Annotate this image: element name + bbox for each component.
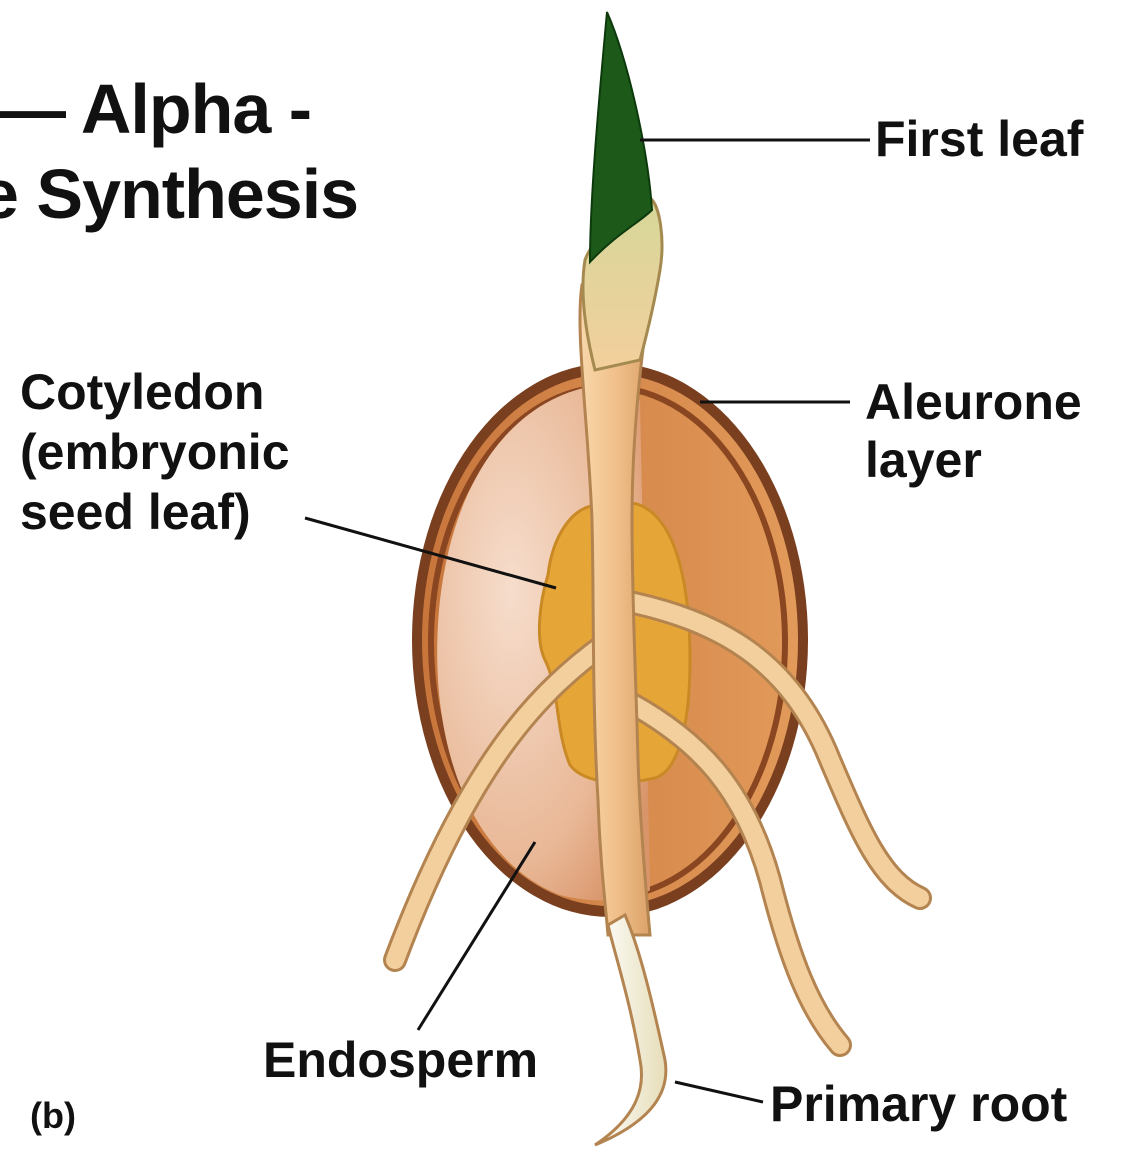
primary-root-shape — [595, 915, 666, 1145]
primary-root-leader — [675, 1082, 763, 1102]
endosperm-label: Endosperm — [263, 1032, 538, 1088]
cotyledon-label-line-2: (embryonic — [20, 424, 290, 480]
aleurone-label-line-2: layer — [865, 432, 982, 488]
title-line-2: e Synthesis — [0, 155, 358, 233]
cotyledon-label-line-3: seed leaf) — [20, 484, 251, 540]
title-line-1: — Alpha - — [0, 70, 311, 148]
panel-label: (b) — [30, 1096, 76, 1136]
primary-root-label: Primary root — [770, 1076, 1067, 1132]
aleurone-label-line-1: Aleurone — [865, 374, 1082, 430]
first-leaf-label: First leaf — [875, 111, 1083, 167]
cotyledon-label-line-1: Cotyledon — [20, 364, 264, 420]
